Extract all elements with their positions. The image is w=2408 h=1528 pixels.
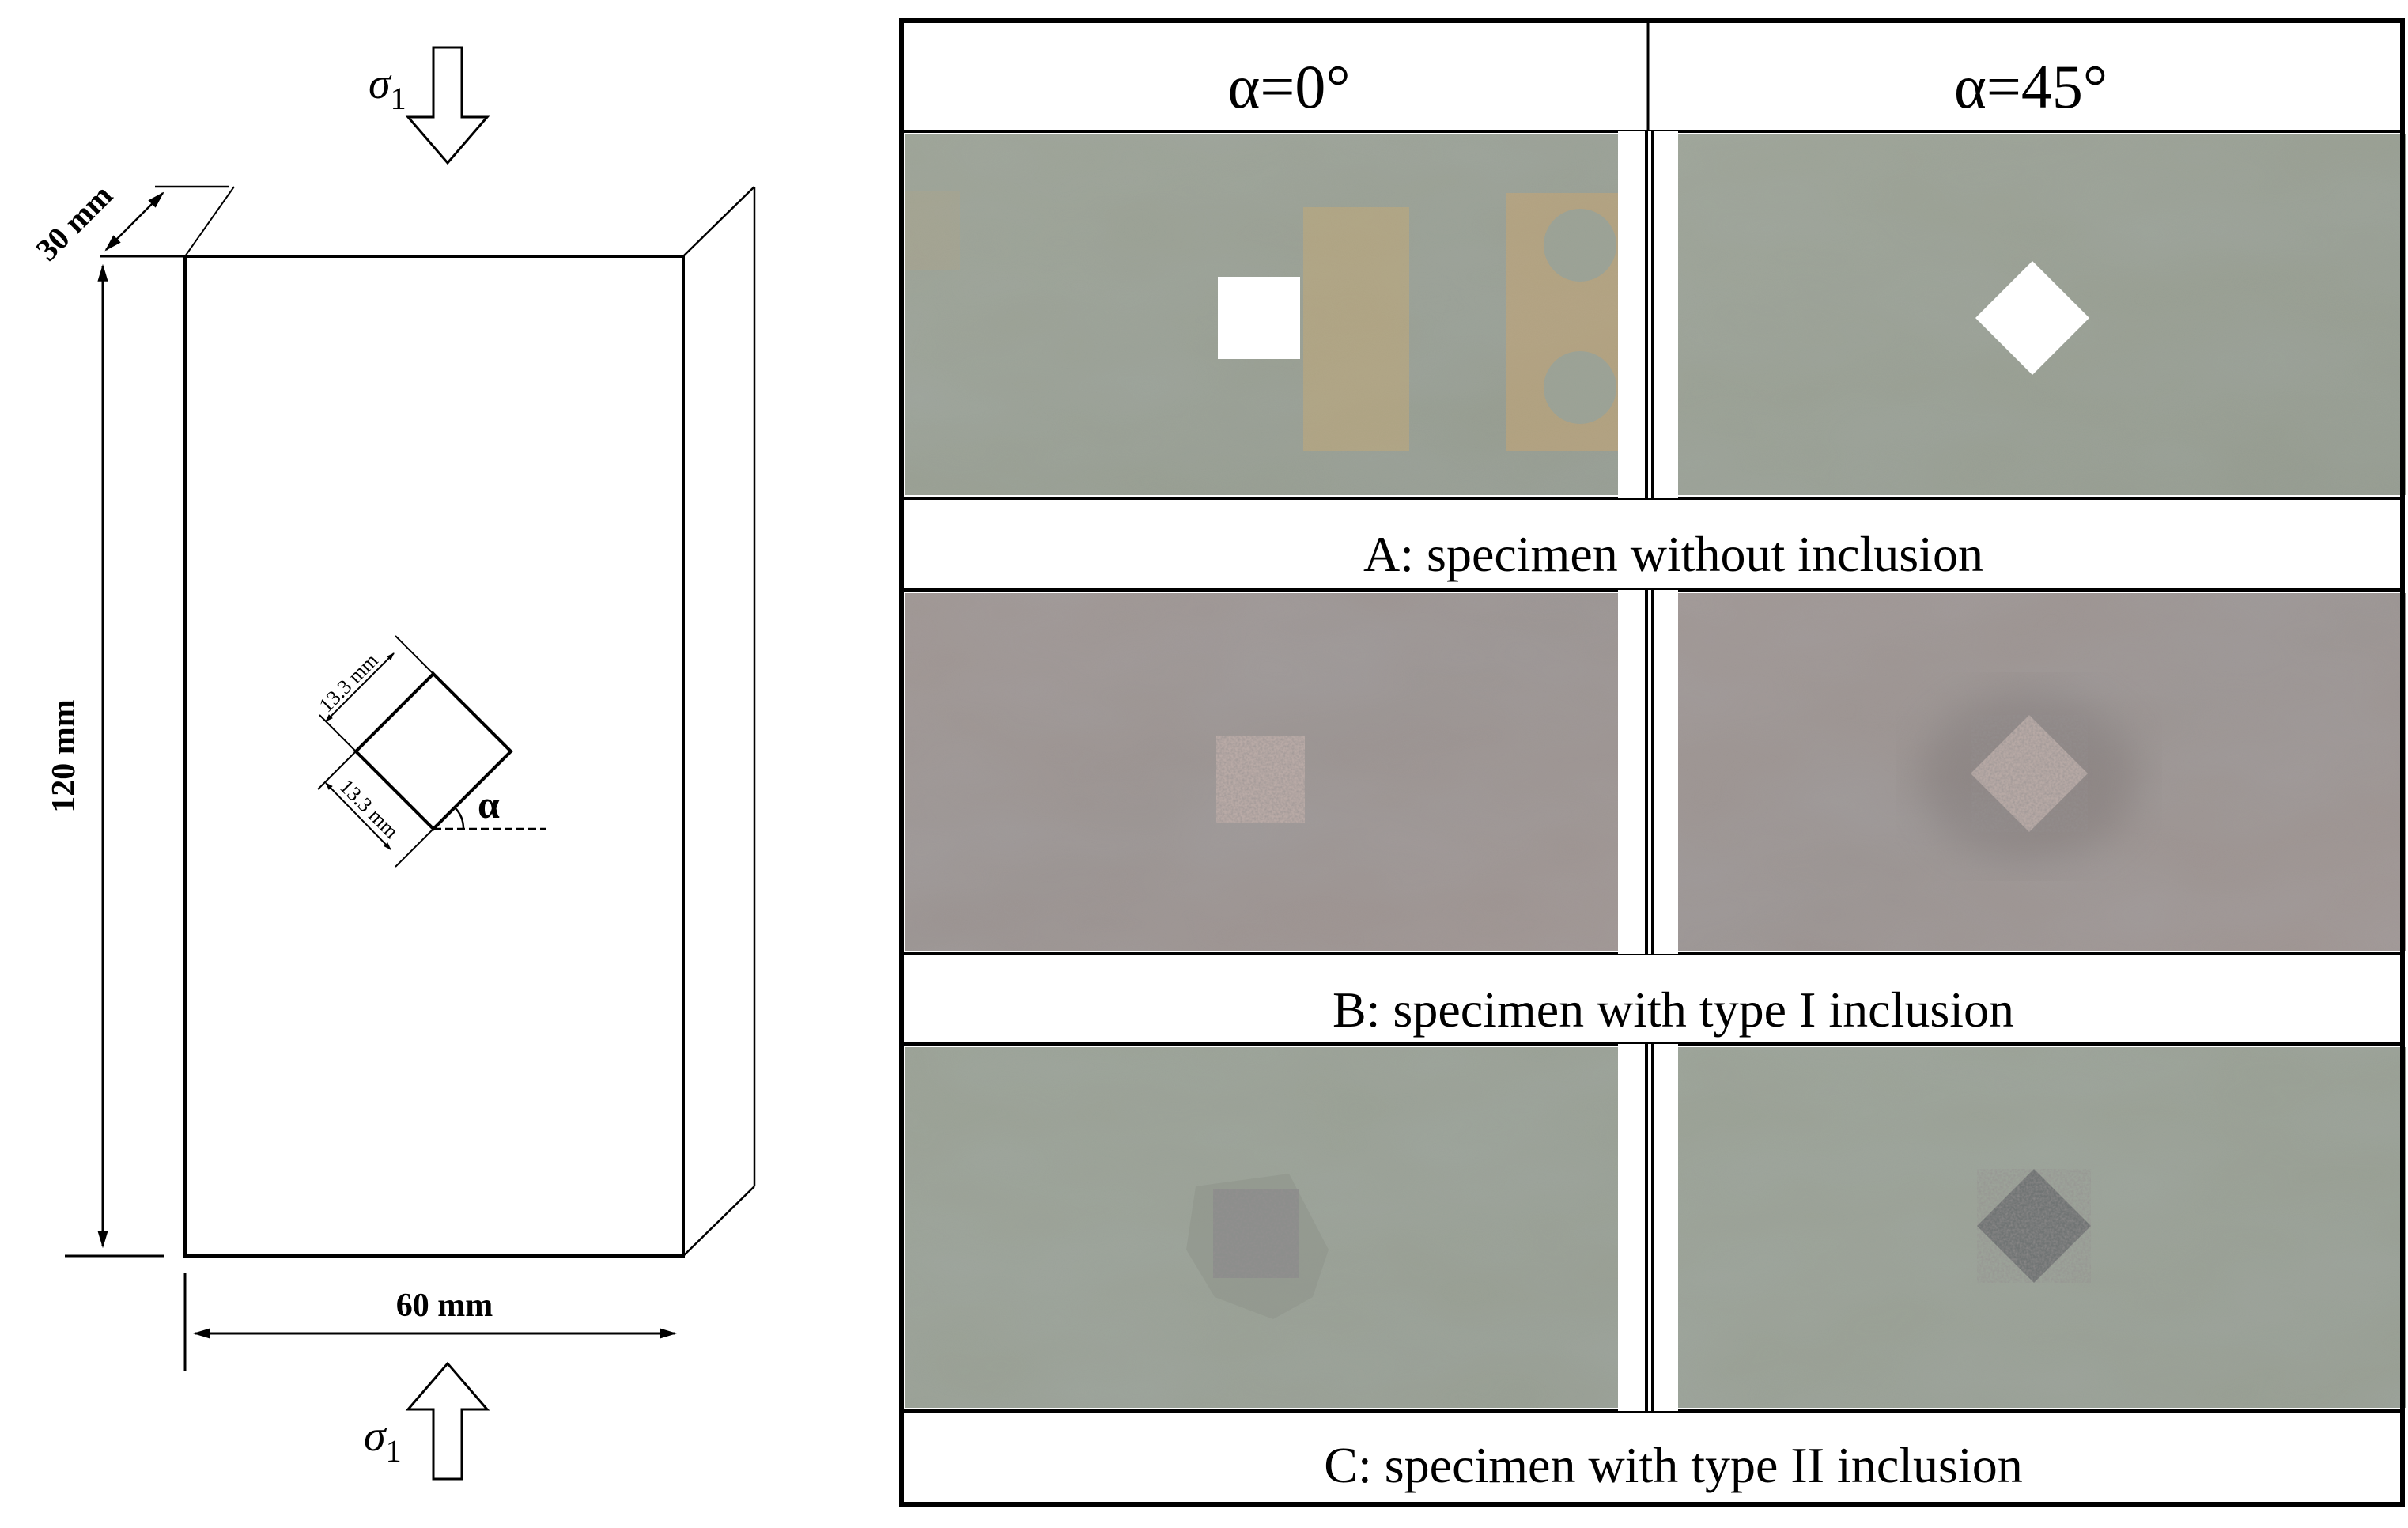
height-label: 120 mm xyxy=(46,699,82,812)
hole-diamond-45 xyxy=(1975,261,2089,375)
caption-row-c: C: specimen with type II inclusion xyxy=(1324,1437,2022,1493)
column-header-alpha-45: α=45° xyxy=(1954,52,2107,121)
bottom-load-label: σ1 xyxy=(364,1412,402,1469)
inclusion-side-label-top: 13.3 mm xyxy=(315,649,383,717)
angle-marker xyxy=(433,807,546,830)
column-separators xyxy=(1618,131,1678,1411)
caption-row-b: B: specimen with type I inclusion xyxy=(1333,981,2014,1038)
top-load-arrow xyxy=(405,46,490,165)
bottom-load-arrow xyxy=(405,1361,490,1481)
width-dimension xyxy=(183,1273,678,1371)
type-ii-inclusion-45 xyxy=(1977,1169,2091,1283)
angle-label: α xyxy=(478,782,500,826)
type-i-inclusion-0 xyxy=(1216,736,1305,823)
photo-b-alpha-45 xyxy=(1678,593,2406,951)
caption-row-a: A: specimen without inclusion xyxy=(1363,526,1983,582)
specimen-schematic: σ1 30 mm 120 mm 60 mm xyxy=(29,46,756,1481)
type-i-inclusion-45 xyxy=(1971,715,2088,832)
height-dimension xyxy=(65,255,185,1258)
photo-a-alpha-0 xyxy=(905,134,1618,495)
photo-a-alpha-45 xyxy=(1678,134,2406,495)
hole-square-0 xyxy=(1218,277,1300,359)
inclusion-dimensions xyxy=(317,635,434,868)
photo-b-alpha-0 xyxy=(905,593,1618,951)
top-load-label: σ1 xyxy=(369,59,406,116)
photo-table: α=0° α=45° xyxy=(899,18,2406,1507)
specimen-block xyxy=(183,186,756,1258)
photo-c-alpha-45 xyxy=(1678,1047,2406,1408)
type-ii-inclusion-0 xyxy=(1213,1189,1299,1278)
column-header-alpha-0: α=0° xyxy=(1227,52,1350,121)
photo-c-alpha-0 xyxy=(905,1047,1618,1408)
width-label: 60 mm xyxy=(396,1288,493,1324)
depth-label: 30 mm xyxy=(29,177,119,267)
